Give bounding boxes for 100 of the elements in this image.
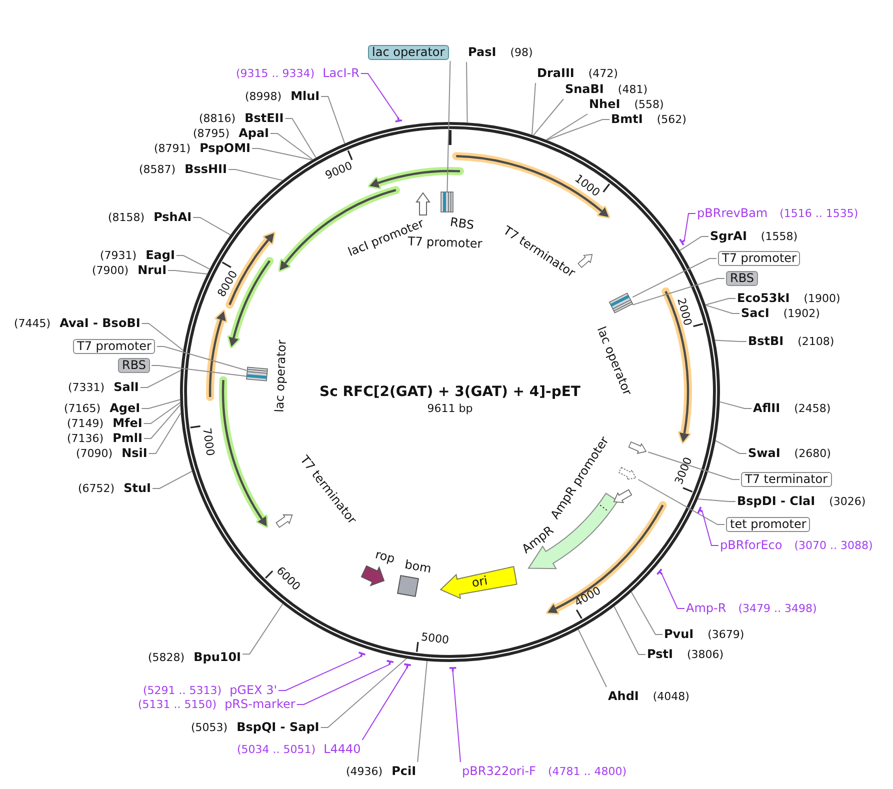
outline-arrow-icon: [628, 441, 647, 454]
primer-label: (5291 .. 5313) pGEX 3': [143, 682, 278, 699]
leader-line: [705, 304, 740, 314]
feature-tag: tet promoter: [726, 517, 810, 532]
cut-site-label: (7445) AvaI - BsoBI: [14, 315, 140, 332]
cut-site-label: (8158) PshAI: [108, 209, 192, 226]
leader-line: [360, 73, 399, 118]
cut-site-label: AhdI (4048): [608, 688, 690, 705]
cut-site-label: (8587) BssHII: [139, 161, 227, 178]
leader-line: [715, 440, 747, 454]
leader-line: [661, 573, 685, 609]
primer-label: Amp-R (3479 .. 3498): [686, 600, 817, 617]
primer-label: (5034 .. 5051) L4440: [237, 741, 361, 758]
cut-site-label: SwaI (2680): [748, 445, 831, 462]
cut-site-label: (7331) SalI: [68, 379, 139, 396]
leader-line: [630, 592, 663, 635]
cut-site-label: (8791) PspOMI: [154, 140, 251, 157]
feature-label: lac operator: [273, 339, 289, 413]
leader-line: [141, 323, 184, 351]
tick-label: 2000: [674, 296, 694, 328]
cut-site-label: BstBI (2108): [748, 333, 834, 350]
striped-block-icon: [440, 192, 454, 212]
cut-site-label: (8998) MluI: [245, 88, 320, 105]
tick-label: 9000: [324, 160, 354, 182]
plasmid-name: Sc RFC[2(GAT) + 3(GAT) + 4]-pET: [320, 383, 580, 401]
sequence-length: 9611 bp: [427, 403, 473, 415]
tick-label: 4000: [572, 584, 604, 610]
cut-site-label: BspDI - ClaI (3026): [737, 493, 866, 510]
leader-line: [546, 119, 610, 140]
leader-line: [152, 470, 192, 489]
leader-line: [702, 510, 719, 546]
cut-site-label: AflII (2458): [753, 400, 831, 417]
cut-site-label: (5828) Bpu10I: [148, 649, 242, 666]
cut-site-label: (7165) AgeI: [64, 400, 140, 417]
leader-line: [679, 236, 709, 251]
leader-line: [648, 452, 740, 480]
leader-line: [320, 96, 346, 144]
leader-line: [614, 606, 646, 655]
leader-line: [143, 402, 181, 424]
cut-site-label: (8816) BstEII: [199, 110, 284, 127]
feature-tag: RBS: [726, 271, 758, 286]
leader-line: [632, 278, 725, 306]
feature-tag: lac operator: [368, 45, 449, 60]
feature-tag: T7 promoter: [73, 339, 156, 354]
cut-site-label: (4936) PciI: [346, 763, 416, 780]
cut-site-label: (7931) EagI: [100, 247, 175, 264]
primer-label: pBRforEco (3070 .. 3088): [720, 537, 873, 554]
leader-line: [296, 664, 390, 705]
leader-line: [144, 404, 181, 439]
leader-line: [156, 346, 247, 371]
feature-tag: RBS: [118, 358, 150, 373]
leader-line: [705, 298, 736, 306]
cut-site-label: (8795) ApaI: [193, 125, 270, 142]
cut-site-label: SgrAI (1558): [710, 228, 798, 245]
dashed-arrow-icon: [618, 466, 636, 480]
cut-site-label: SacI (1902): [741, 305, 820, 322]
leader-line: [714, 340, 747, 342]
leader-line: [228, 169, 283, 181]
feature-tag: T7 terminator: [741, 472, 832, 487]
leader-line: [270, 133, 314, 160]
feature-label: RBS: [449, 216, 475, 232]
leader-line: [151, 365, 247, 377]
leader-line: [242, 603, 284, 655]
leader-line: [546, 114, 588, 140]
leader-line: [176, 255, 210, 270]
cut-site-label: (7136) PmlI: [67, 430, 142, 447]
leader-line: [684, 213, 696, 241]
cut-site-label: (5053) BspQI - SapI: [191, 719, 320, 736]
cut-site-label: DraIII (472): [537, 65, 618, 82]
leader-line: [533, 98, 564, 136]
feature-label: bom: [404, 558, 432, 576]
leader-line: [719, 401, 752, 409]
cut-site-label: BmtI (562): [611, 111, 686, 128]
leader-line: [252, 148, 313, 160]
cut-site-label: (7900) NruI: [92, 262, 167, 279]
feature-tag: T7 promoter: [718, 251, 800, 266]
tick-label: 3000: [673, 455, 695, 486]
cut-site-label: (6752) StuI: [78, 480, 151, 497]
feature-label: rop: [374, 548, 396, 566]
leader-line: [140, 370, 182, 388]
leader-line: [632, 258, 717, 298]
primer-label: (5131 .. 5150) pRS-marker: [138, 696, 296, 713]
cut-site-label: PasI (98): [468, 44, 533, 61]
leader-line: [362, 667, 408, 740]
leader-line: [417, 660, 428, 762]
leader-line: [578, 629, 607, 688]
cut-site-label: Eco53kI (1900): [737, 290, 840, 307]
leader-line: [320, 658, 407, 728]
cut-site-label: (7149) MfeI: [67, 415, 142, 432]
cut-site-label: PstI (3806): [647, 646, 724, 663]
leader-line: [466, 62, 468, 124]
leader-line: [638, 479, 725, 525]
leader-line: [446, 60, 451, 192]
leader-line: [168, 270, 208, 274]
primer-label: (9315 .. 9334) LacI-R: [236, 65, 360, 82]
tick-label: 7000: [200, 426, 216, 456]
leader-line: [278, 656, 362, 691]
cut-site-label: SnaBI (481): [565, 81, 648, 98]
leader-line: [148, 412, 182, 454]
tick-label: 5000: [420, 630, 450, 646]
